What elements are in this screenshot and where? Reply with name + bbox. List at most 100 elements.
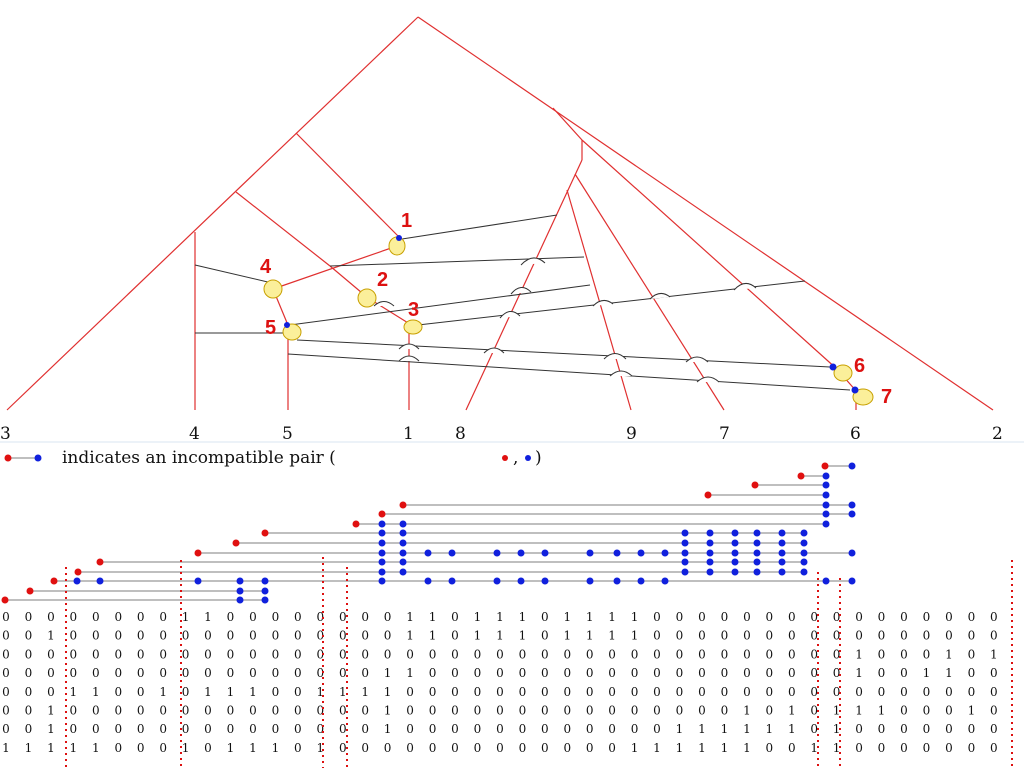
blue-dot: [378, 568, 386, 576]
leaf-labels: 3 4 5 1 8 9 7 6 2: [0, 424, 1003, 444]
matrix-cell: 0: [451, 647, 459, 661]
matrix-cell: 0: [496, 704, 504, 718]
blue-dot: [848, 577, 856, 585]
blue-dot: [261, 577, 269, 585]
blue-dot: [493, 549, 501, 557]
matrix-cell: 0: [519, 647, 527, 661]
blue-dot: [399, 539, 407, 547]
matrix-cell: 0: [451, 741, 459, 755]
red-dot: [704, 491, 712, 499]
matrix-cell: 0: [810, 704, 818, 718]
matrix-cell: 0: [2, 629, 10, 643]
matrix-cell: 1: [519, 629, 527, 643]
matrix-cell: 0: [698, 704, 706, 718]
matrix-cell: 0: [92, 647, 100, 661]
matrix-cell: 0: [878, 741, 886, 755]
matrix-cell: 1: [653, 741, 661, 755]
matrix-cell: 0: [563, 722, 571, 736]
matrix-cell: 0: [765, 666, 773, 680]
matrix-cell: 0: [182, 685, 190, 699]
legend-separator: ,: [513, 448, 518, 468]
matrix-cell: 1: [406, 610, 414, 624]
matrix-cell: 0: [69, 722, 77, 736]
blue-dot: [800, 529, 808, 537]
matrix-cell: 1: [833, 704, 841, 718]
blue-dot: [753, 549, 761, 557]
matrix-cell: 0: [249, 722, 257, 736]
matrix-cell: 1: [788, 704, 796, 718]
incompatible-pair-row: [96, 558, 808, 566]
blue-dot: [661, 577, 669, 585]
matrix-cell: 1: [25, 741, 33, 755]
red-dot: [74, 568, 82, 576]
node-3: [403, 319, 423, 335]
matrix-cell: 0: [608, 741, 616, 755]
matrix-cell: 0: [923, 647, 931, 661]
matrix-cell: 0: [878, 722, 886, 736]
matrix-cell: 0: [923, 685, 931, 699]
matrix-cell: 0: [227, 647, 235, 661]
red-dot: [26, 587, 34, 595]
blue-dot: [848, 510, 856, 518]
matrix-cell: 0: [69, 704, 77, 718]
matrix-cell: 0: [923, 704, 931, 718]
matrix-cell: 0: [384, 741, 392, 755]
matrix-cell: 0: [339, 722, 347, 736]
matrix-cell: 0: [833, 647, 841, 661]
legend-red-dot: [4, 454, 12, 462]
matrix-cell: 0: [653, 666, 661, 680]
matrix-cell: 0: [2, 722, 10, 736]
leaf-label-9: 9: [626, 424, 637, 444]
matrix-cell: 0: [114, 722, 122, 736]
matrix-cell: 0: [586, 722, 594, 736]
red-dot: [797, 472, 805, 480]
blue-dot: [800, 539, 808, 547]
matrix-cell: 0: [474, 722, 482, 736]
leaf-label-1: 1: [403, 424, 414, 444]
matrix-cell: 0: [810, 647, 818, 661]
matrix-cell: 1: [788, 722, 796, 736]
matrix-cell: 0: [227, 666, 235, 680]
matrix-cell: 1: [429, 629, 437, 643]
matrix-cell: 0: [878, 629, 886, 643]
matrix-cell: 0: [496, 722, 504, 736]
matrix-cell: 0: [721, 685, 729, 699]
leaf-label-6: 6: [850, 424, 861, 444]
matrix-cell: 1: [406, 666, 414, 680]
matrix-cell: 0: [541, 629, 549, 643]
blue-dot: [681, 568, 689, 576]
matrix-cell: 0: [361, 741, 369, 755]
leaf-label-2: 2: [992, 424, 1003, 444]
matrix-cell: 0: [990, 685, 998, 699]
matrix-cell: 0: [945, 722, 953, 736]
matrix-cell: 0: [676, 704, 684, 718]
matrix-cell: 0: [294, 722, 302, 736]
matrix-cell: 0: [608, 704, 616, 718]
matrix-cell: 0: [676, 629, 684, 643]
matrix-cell: 0: [474, 666, 482, 680]
matrix-cell: 0: [182, 722, 190, 736]
matrix-cell: 0: [990, 666, 998, 680]
matrix-cell: 0: [608, 722, 616, 736]
matrix-cell: 0: [563, 666, 571, 680]
matrix-cell: 0: [137, 685, 145, 699]
tree-edge-to-8: [465, 159, 583, 411]
matrix-cell: 0: [923, 610, 931, 624]
matrix-cell: 0: [384, 647, 392, 661]
matrix-cell: 1: [968, 704, 976, 718]
matrix-cell: 0: [676, 647, 684, 661]
matrix-cell: 0: [788, 647, 796, 661]
node-7-marker: [851, 386, 859, 394]
tree-edge-i: [581, 139, 839, 371]
matrix-cell: 0: [316, 629, 324, 643]
matrix-cell: 0: [25, 647, 33, 661]
network-nodes: [263, 235, 874, 406]
matrix-cell: 0: [743, 685, 751, 699]
blue-dot: [753, 568, 761, 576]
matrix-cell: 0: [384, 610, 392, 624]
matrix-cell: 1: [698, 722, 706, 736]
matrix-cell: 0: [204, 666, 212, 680]
matrix-cell: 0: [631, 685, 639, 699]
tree-edge-root-left: [6, 16, 419, 411]
